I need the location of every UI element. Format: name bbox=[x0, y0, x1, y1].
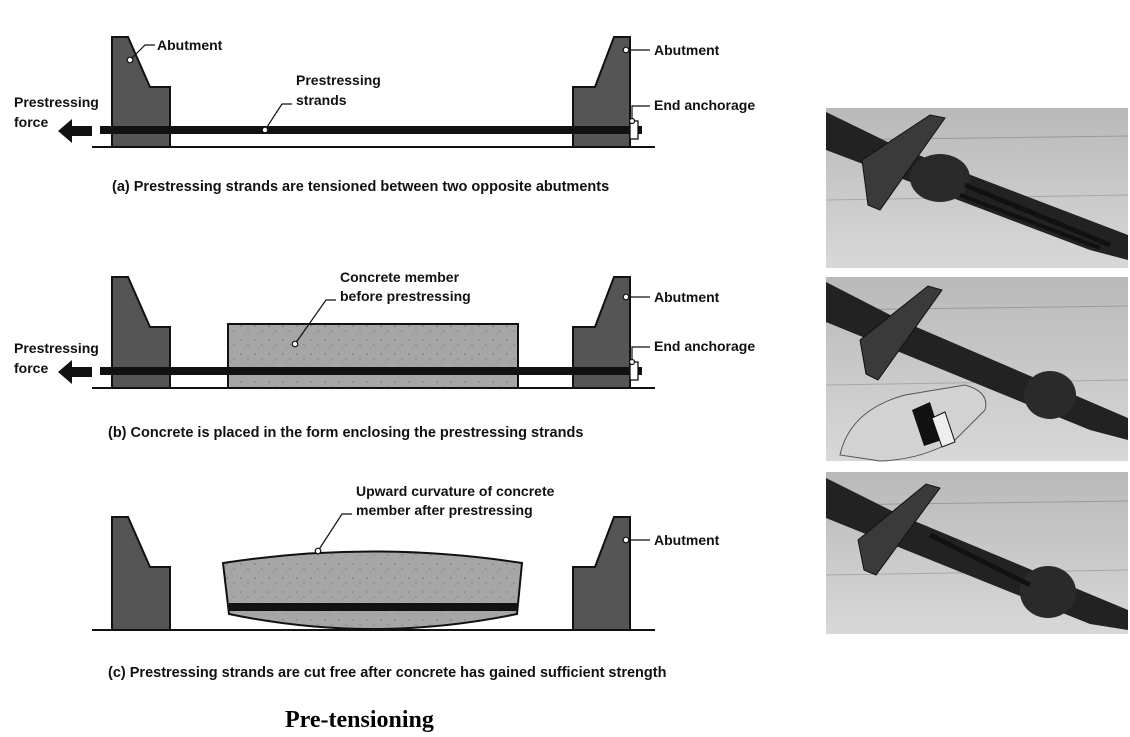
curvature-label-line1: Upward curvature of concrete bbox=[356, 483, 555, 499]
panel-a: Abutment Abutment Prestressing strands E… bbox=[14, 36, 755, 195]
leader-dot bbox=[628, 358, 636, 366]
photo-anchor-2 bbox=[825, 277, 1129, 462]
force-label-line1: Prestressing bbox=[14, 94, 99, 110]
prestressing-strand bbox=[100, 367, 642, 375]
force-label-line1: Prestressing bbox=[14, 340, 99, 356]
anchorage-label: End anchorage bbox=[654, 97, 755, 113]
leader-dot bbox=[291, 340, 299, 348]
abutment-left-label: Abutment bbox=[157, 37, 223, 53]
photo-anchor-1 bbox=[825, 108, 1129, 268]
panel-c: Upward curvature of concrete member afte… bbox=[92, 483, 720, 681]
member-label-line2: before prestressing bbox=[340, 288, 471, 304]
abutment-right-label: Abutment bbox=[654, 532, 720, 548]
leader-dot bbox=[622, 536, 630, 544]
leader-dot bbox=[261, 126, 269, 134]
curvature-label-line2: member after prestressing bbox=[356, 502, 533, 518]
right-abutment bbox=[572, 36, 631, 148]
abutment-right-label: Abutment bbox=[654, 289, 720, 305]
strands-label-line1: Prestressing bbox=[296, 72, 381, 88]
member-leader bbox=[294, 299, 336, 345]
force-label-line2: force bbox=[14, 360, 48, 376]
leader-dot bbox=[628, 117, 636, 125]
strands-label-line2: strands bbox=[296, 92, 347, 108]
member-label-line1: Concrete member bbox=[340, 269, 460, 285]
left-abutment bbox=[111, 36, 171, 148]
anchorage-leader bbox=[631, 105, 650, 121]
photo-anchor-3 bbox=[825, 472, 1129, 634]
abutment-right-label: Abutment bbox=[654, 42, 720, 58]
abutment-left-leader bbox=[129, 44, 155, 61]
leader-dot bbox=[126, 56, 134, 64]
caption-c: (c) Prestressing strands are cut free af… bbox=[108, 665, 666, 681]
right-abutment bbox=[572, 276, 631, 389]
concrete-member bbox=[227, 323, 519, 389]
figure-title: Pre-tensioning bbox=[285, 707, 434, 733]
left-abutment bbox=[111, 516, 171, 631]
leader-dot bbox=[622, 46, 630, 54]
cut-strand bbox=[229, 603, 517, 611]
left-abutment bbox=[111, 276, 171, 389]
caption-b: (b) Concrete is placed in the form enclo… bbox=[108, 425, 583, 441]
leader-dot bbox=[314, 547, 322, 555]
anchorage-leader bbox=[631, 346, 650, 362]
anchorage-label: End anchorage bbox=[654, 338, 755, 354]
force-label-line2: force bbox=[14, 114, 48, 130]
prestressing-force-arrow bbox=[58, 360, 92, 384]
panel-b: Concrete member before prestressing Abut… bbox=[14, 269, 755, 441]
prestressing-force-arrow bbox=[58, 119, 92, 143]
curvature-leader bbox=[317, 513, 352, 552]
leader-dot bbox=[622, 293, 630, 301]
strands-leader bbox=[264, 103, 292, 131]
caption-a: (a) Prestressing strands are tensioned b… bbox=[112, 179, 609, 195]
right-abutment bbox=[572, 516, 631, 631]
curved-concrete-member bbox=[221, 550, 524, 630]
prestressing-strand bbox=[100, 126, 642, 134]
